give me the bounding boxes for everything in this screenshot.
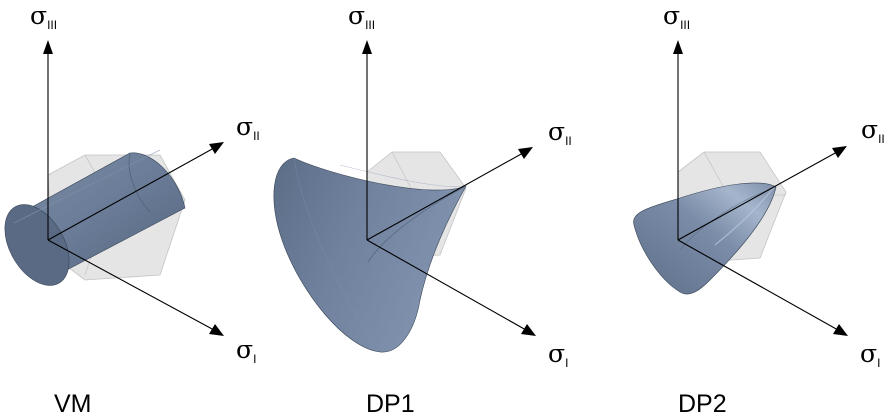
arrowhead-icon	[521, 324, 536, 336]
label-sigma-iii: σIII	[30, 1, 57, 32]
label-sigma-i: σI	[236, 335, 256, 366]
caption-dp1: DP1	[366, 390, 415, 418]
label-sigma-iii: σIII	[348, 1, 375, 32]
label-sigma-iii: σIII	[663, 1, 690, 32]
arrowhead-icon	[518, 147, 533, 159]
label-sigma-ii: σII	[861, 115, 885, 146]
arrowhead-icon	[362, 40, 372, 54]
label-sigma-ii: σII	[236, 112, 260, 143]
label-sigma-i: σI	[860, 339, 880, 370]
panel-vm: σIII σII σI VM	[0, 1, 260, 418]
label-sigma-i: σI	[548, 339, 568, 370]
arrowhead-icon	[833, 324, 848, 336]
label-sigma-ii: σII	[548, 117, 572, 148]
arrowhead-icon	[832, 146, 847, 158]
arrowhead-icon	[209, 324, 224, 336]
caption-vm: VM	[54, 390, 92, 418]
arrowhead-icon	[43, 40, 53, 54]
arrowhead-icon	[673, 40, 683, 54]
arrowhead-icon	[209, 142, 224, 154]
caption-dp2: DP2	[678, 390, 727, 418]
panel-dp1: σIII σII σI DP1	[274, 1, 572, 418]
panel-dp2: σIII σII σI DP2	[633, 1, 884, 418]
